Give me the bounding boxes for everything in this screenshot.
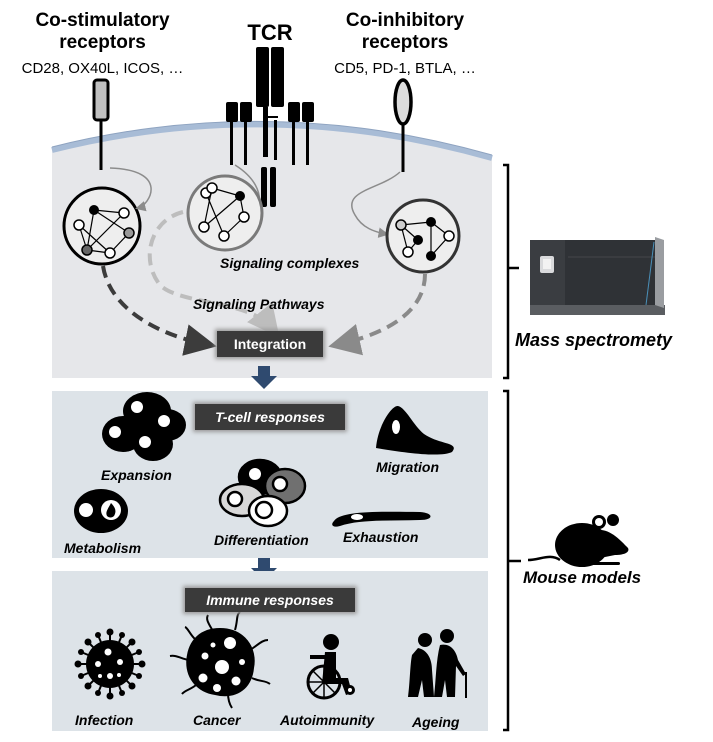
mouse-icon (527, 514, 629, 567)
metabolism-cell-icon (74, 489, 128, 533)
co-inhibitory-title: Co-inhibitory receptors (305, 10, 505, 54)
expansion-label: Expansion (101, 467, 172, 483)
mass-spectrometer-icon (530, 237, 665, 315)
signaling-complex-right (351, 171, 461, 274)
migrating-cell-icon (376, 405, 454, 455)
cell-membrane (51, 121, 493, 161)
immune-responses-title: Immune responses (185, 588, 355, 612)
co-stim-signal-arrow (109, 167, 152, 212)
wheelchair-icon (306, 634, 355, 700)
virus-icon (74, 628, 146, 700)
co-inhibitory-examples: CD5, PD-1, BTLA, … (334, 60, 476, 77)
tcr-complex-icon (226, 47, 314, 207)
pathway-arrow-center (147, 210, 280, 338)
infection-label: Infection (75, 712, 134, 728)
signaling-complex-left (62, 164, 261, 266)
differentiating-cells-icon (218, 458, 307, 528)
co-stimulatory-receptor-icon (92, 78, 110, 170)
pathway-arrow-left (101, 265, 217, 356)
cell-body (51, 120, 493, 378)
elderly-couple-icon (408, 629, 467, 698)
co-inhibitory-title-line1: Co-inhibitory (345, 10, 465, 31)
co-inhibitory-title-line2: receptors (361, 32, 449, 53)
co-inhib-signal-arrow (351, 171, 401, 238)
mouse-models-bracket (503, 389, 521, 732)
exhaustion-label: Exhaustion (343, 529, 419, 545)
metabolism-label: Metabolism (64, 540, 142, 556)
signaling-pathways-label: Signaling Pathways (193, 296, 325, 312)
co-stimulatory-examples: CD28, OX40L, ICOS, … (21, 60, 184, 77)
exhausted-cell-icon (332, 511, 431, 527)
co-stimulatory-title: Co-stimulatory receptors (0, 10, 205, 54)
down-arrow-1 (251, 366, 277, 389)
signaling-complex-center (186, 174, 264, 252)
mass-spectrometry-label: Mass spectromety (515, 330, 673, 350)
ageing-label: Ageing (412, 714, 460, 730)
cancer-label: Cancer (193, 712, 241, 728)
mass-spec-bracket (503, 163, 519, 380)
autoimmunity-label: Autoimmunity (280, 712, 375, 728)
co-stimulatory-title-line2: receptors (59, 32, 146, 53)
down-arrow-2 (251, 558, 277, 581)
differentiation-label: Differentiation (214, 532, 309, 548)
signaling-complexes-label: Signaling complexes (220, 255, 360, 271)
pathway-arrow-right (328, 273, 427, 356)
co-stimulatory-title-line1: Co-stimulatory (35, 10, 170, 31)
co-inhibitory-receptor-icon (393, 78, 413, 172)
integration-box: Integration (217, 331, 323, 357)
tcell-responses-title: T-cell responses (195, 404, 345, 430)
tumor-cell-icon (169, 611, 271, 709)
migration-label: Migration (376, 459, 439, 475)
tcr-title: TCR (247, 20, 293, 45)
mouse-models-label: Mouse models (523, 568, 642, 587)
cell-cluster-icon (102, 392, 186, 461)
